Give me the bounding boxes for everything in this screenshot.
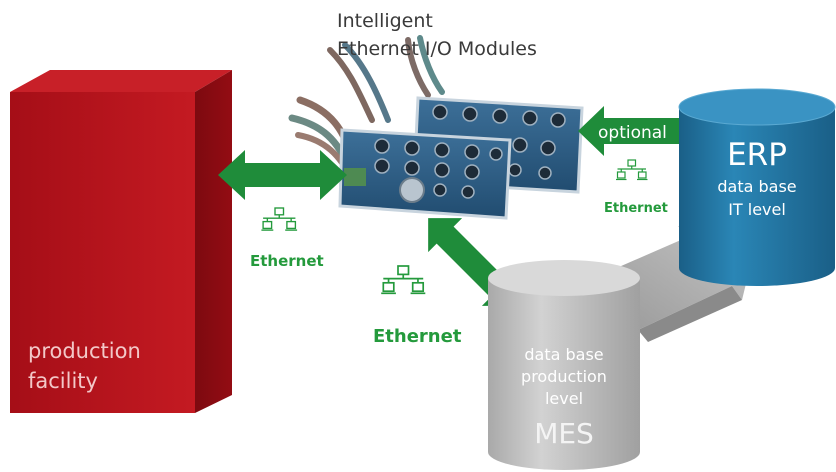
optional-arrow	[578, 106, 706, 156]
mes-line1: data base	[524, 345, 603, 364]
optional-label: optional	[598, 123, 667, 143]
modules-title-line2: Ethernet I/O Modules	[337, 38, 537, 60]
production-label-line2: facility	[28, 369, 98, 393]
ethernet-label-bottom: Ethernet	[373, 326, 462, 347]
production-label-line1: production	[28, 339, 141, 363]
ethernet-label-right: Ethernet	[604, 201, 668, 216]
production-facility-box: production facility	[10, 70, 232, 413]
mes-line3: level	[545, 389, 583, 408]
erp-database: ERP data base IT level	[678, 88, 836, 286]
io-module-front	[338, 128, 512, 220]
mes-database: data base production level MES	[488, 260, 640, 470]
network-icon	[260, 207, 298, 231]
erp-title: ERP	[727, 137, 787, 173]
mes-title: MES	[534, 417, 594, 450]
network-icon	[615, 159, 649, 181]
ethernet-label-left: Ethernet	[250, 252, 324, 270]
erp-line1: data base	[717, 177, 796, 196]
erp-line2: IT level	[728, 200, 786, 219]
modules-title-line1: Intelligent	[337, 10, 433, 32]
mes-line2: production	[521, 367, 607, 386]
ethernet-arrow-left	[218, 150, 347, 200]
network-icon	[380, 265, 427, 295]
